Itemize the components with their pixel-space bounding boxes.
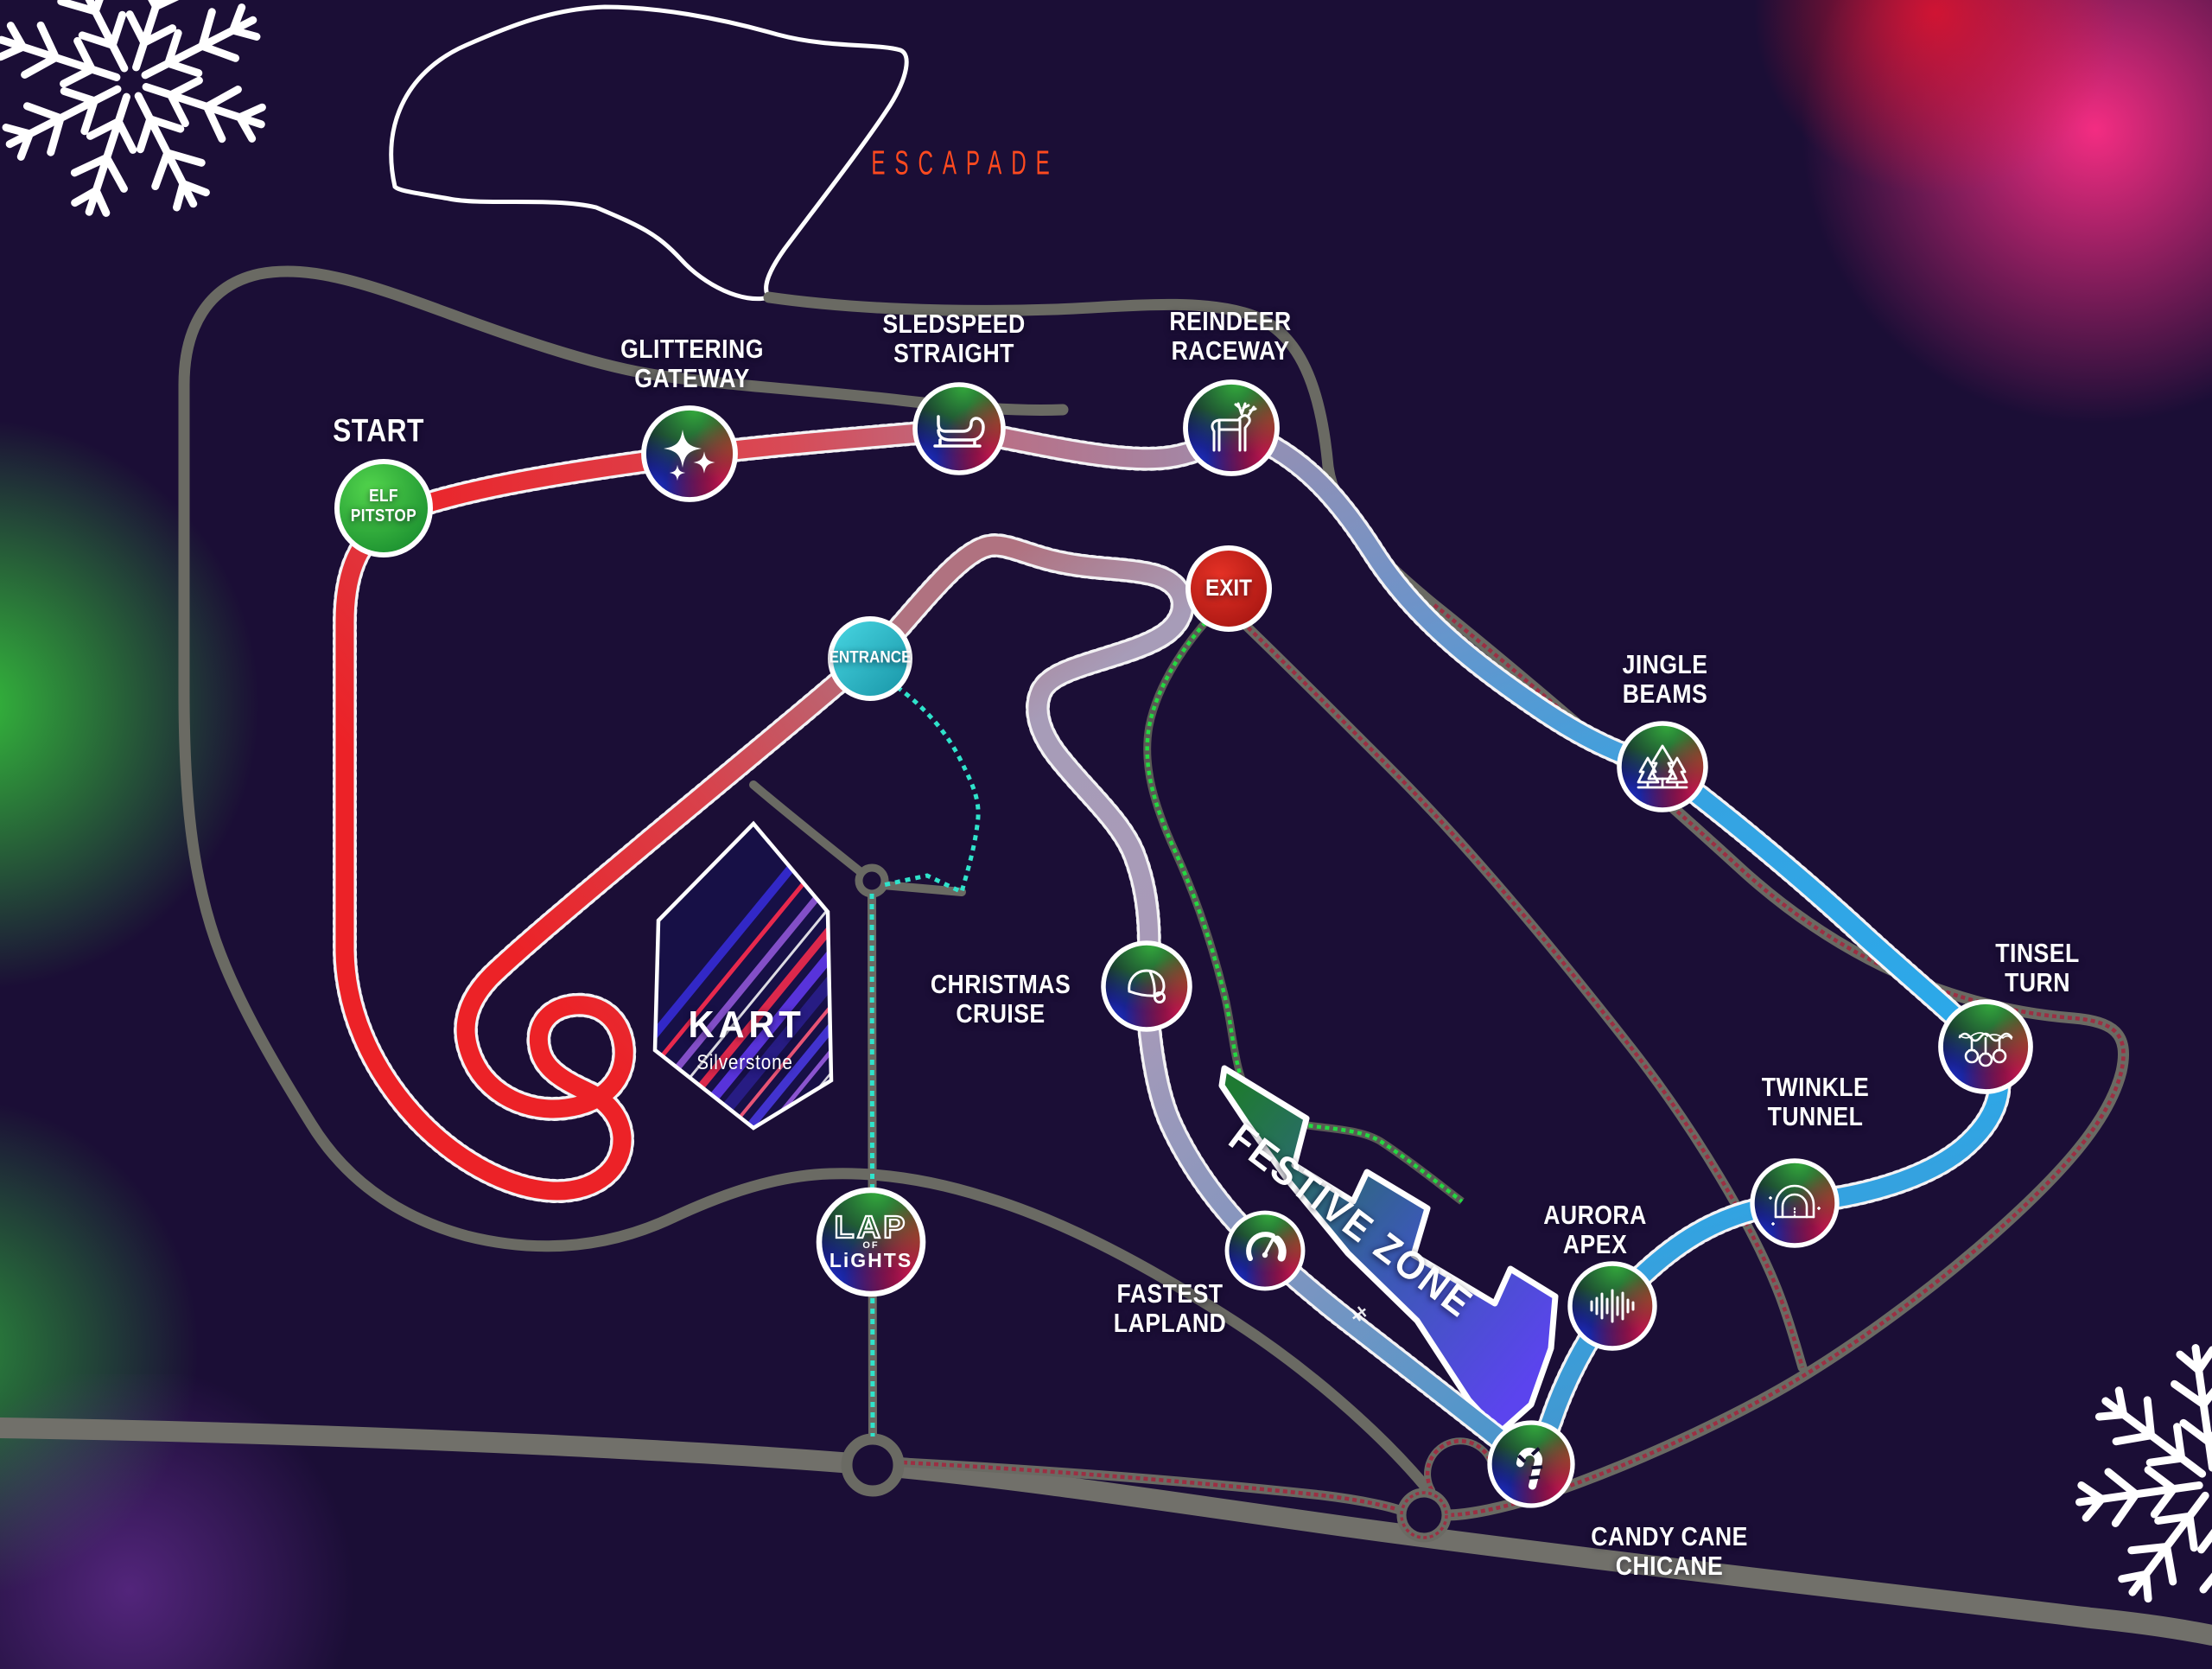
aurora-apex-label: AURORA APEX — [1543, 1199, 1647, 1259]
road-bottom-link — [898, 1457, 1407, 1516]
candy-cane-icon — [1516, 1447, 1543, 1490]
road-outline-south — [178, 685, 1430, 1491]
festive-zone[interactable] — [1218, 1065, 1559, 1436]
glittering-gateway-label: GLITTERING GATEWAY — [620, 333, 764, 393]
node-jingle-beams[interactable] — [1619, 723, 1706, 810]
exit-label: EXIT — [1205, 575, 1253, 602]
exit-marker[interactable] — [1185, 545, 1272, 632]
node-tinsel-turn[interactable] — [1941, 1002, 2031, 1092]
node-sledspeed-straight[interactable] — [915, 385, 1003, 473]
road-curl — [1424, 1437, 1497, 1494]
soundwave-icon — [1590, 1289, 1635, 1323]
roundabout-south — [841, 1433, 905, 1497]
candy-cane-chicane-label: CANDY CANE CHICANE — [1591, 1520, 1748, 1581]
roundabout-candy-stripe — [1400, 1491, 1448, 1539]
sparkles-icon — [664, 430, 715, 481]
snowflake-icon — [2061, 1329, 2212, 1638]
christmas-cruise-label: CHRISTMAS CRUISE — [930, 968, 1071, 1029]
tinsel-baubles-icon — [1958, 1032, 2013, 1067]
tinsel-turn-label: TINSEL TURN — [1995, 937, 2080, 997]
elf-pitstop-label: ELF PITSTOP — [350, 487, 417, 526]
reindeer-icon — [1211, 402, 1257, 452]
escapade-circuit-outline — [389, 4, 909, 302]
santa-hat-icon — [1128, 969, 1166, 1003]
node-glittering-gateway[interactable] — [644, 408, 735, 500]
jingle-beams-label: JINGLE BEAMS — [1622, 648, 1708, 709]
roundabout-junction — [855, 863, 889, 898]
entrance-route — [869, 673, 981, 1437]
exit-route — [1143, 607, 1465, 1205]
road-kart-stub — [749, 780, 868, 879]
sleigh-icon — [933, 415, 985, 448]
tunnel-icon — [1769, 1184, 1821, 1226]
node-reindeer-raceway[interactable] — [1185, 382, 1277, 474]
lap-of-lights-logo: LAP OF LiGHTS — [829, 1208, 913, 1272]
reindeer-raceway-label: REINDEER RACEWAY — [1169, 305, 1292, 366]
road-outline-west — [178, 265, 1069, 698]
speedometer-icon — [1246, 1232, 1287, 1262]
kart-logo-subtitle: Silverstone — [696, 1050, 793, 1074]
node-candy-cane-chicane[interactable] — [1490, 1423, 1573, 1506]
twinkle-tunnel-label: TWINKLE TUNNEL — [1761, 1071, 1870, 1131]
entrance-label: ENTRANCE — [829, 648, 912, 667]
snowflake-icon — [0, 0, 303, 254]
sledspeed-straight-label: SLEDSPEED STRAIGHT — [882, 308, 1026, 368]
road-exit-link — [1237, 617, 1808, 1373]
lap-logo-line2: OF — [862, 1240, 880, 1252]
start-label: START — [333, 412, 424, 449]
pine-trees-icon — [1637, 744, 1688, 789]
elf-pitstop-marker[interactable] — [334, 459, 433, 557]
fastest-lapland-label: FASTEST LAPLAND — [1113, 1277, 1227, 1338]
lap-logo-line3: LiGHTS — [829, 1249, 913, 1272]
node-twinkle-tunnel[interactable] — [1752, 1161, 1837, 1245]
kart-logo-title: KART — [688, 1003, 805, 1046]
escapade-label: ESCAPADE — [871, 143, 1059, 182]
node-aurora-apex[interactable] — [1570, 1264, 1655, 1348]
node-christmas-cruise[interactable] — [1103, 943, 1190, 1029]
road-junction-stub — [879, 881, 966, 896]
track-crossing-icon — [1351, 1306, 1367, 1322]
node-fastest-lapland[interactable] — [1227, 1213, 1303, 1289]
entrance-marker[interactable] — [828, 616, 912, 701]
road-bottom-main — [0, 1417, 2212, 1646]
lap-logo-line1: LAP — [833, 1208, 908, 1245]
